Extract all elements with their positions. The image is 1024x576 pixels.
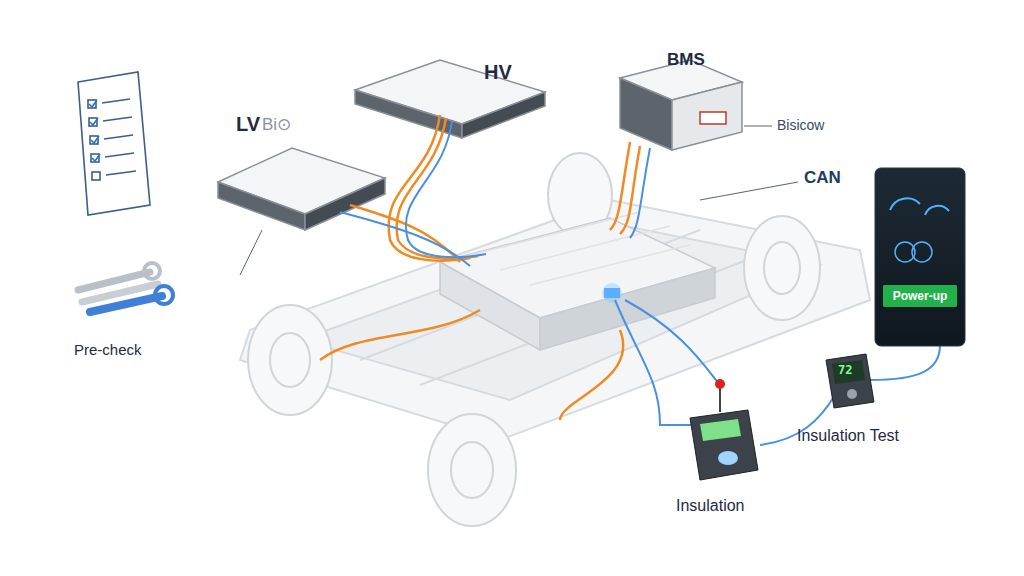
wheels [428,414,516,526]
leader-lines [700,182,798,200]
bms-box [620,60,742,150]
lv-cables [340,212,470,266]
leader-lines [744,126,772,127]
hv-cables [610,142,630,230]
module-code: Bi⊙ [262,115,291,135]
battery-pack [540,268,715,350]
handheld-meter [826,354,874,408]
lv-module [218,182,305,230]
wheels [248,153,820,526]
wrench-icons [78,263,173,312]
hv-cables [560,330,623,420]
lv-cables [625,300,720,385]
checklist-icon [105,153,134,157]
step-label: Insulation Test [797,427,899,445]
hv-module [355,60,545,138]
dashboard-screen [875,168,965,346]
hv-cables [320,310,480,360]
wheels [744,216,820,320]
button-text: Power-up [893,289,948,303]
hv-module [462,92,545,138]
dashboard-screen [875,168,965,346]
bms-box [620,78,672,150]
hv-cables [320,115,640,420]
wrench-icons [90,296,162,312]
checklist-icon [89,100,100,161]
wheels [764,242,800,294]
wheels [248,305,332,415]
hv-cables [389,115,470,261]
checklist-icon [102,99,130,103]
insulation-tester [700,419,741,441]
lv-cables [870,345,940,380]
hv-cables [350,205,460,262]
module-label: LV [236,113,260,136]
part-label: Bisicow [777,117,824,133]
handheld-meter [847,389,857,399]
hv-cables [397,118,478,259]
component-label: BMS [667,50,705,70]
battery-pack [440,262,540,350]
checklist-icon [78,72,150,215]
dashboard-screen [883,285,957,307]
step-label: Insulation [676,497,745,515]
insulation-tester [690,410,758,480]
checklist-icon [103,117,132,121]
battery-pack [440,212,715,350]
lv-module [305,178,385,230]
power-up-button: Power-up [883,285,957,307]
module-label: HV [484,61,512,84]
battery-pack [470,212,690,285]
insulation-tester [718,451,738,465]
step-label: Pre-check [74,341,142,358]
handheld-meter [826,354,874,408]
meter-reading: 72 [838,364,852,378]
lv-cables [340,120,940,445]
insulation-tester [715,379,725,389]
checklist-icon [104,135,133,139]
checklist-icon [92,172,100,180]
signal-name: CAN [804,168,841,188]
wheels [270,333,310,387]
leader-lines [240,126,798,275]
hv-module [355,90,462,138]
wheels [451,442,493,498]
chassis [240,200,870,440]
handheld-meter [832,360,865,384]
bms-box [700,112,726,124]
checklist-icon [78,72,150,215]
wrench-icons [144,263,160,279]
insulation-tester [719,388,721,412]
bms-box [672,82,742,150]
wrench-icons [155,286,173,304]
insulation-tester [690,379,758,480]
chassis [240,200,870,440]
leader-lines [240,230,262,275]
dashboard-screen [912,242,932,262]
battery-pack [602,283,622,303]
lv-cables [630,148,650,238]
dashboard-screen [890,198,949,215]
checklist-icon [106,171,136,175]
